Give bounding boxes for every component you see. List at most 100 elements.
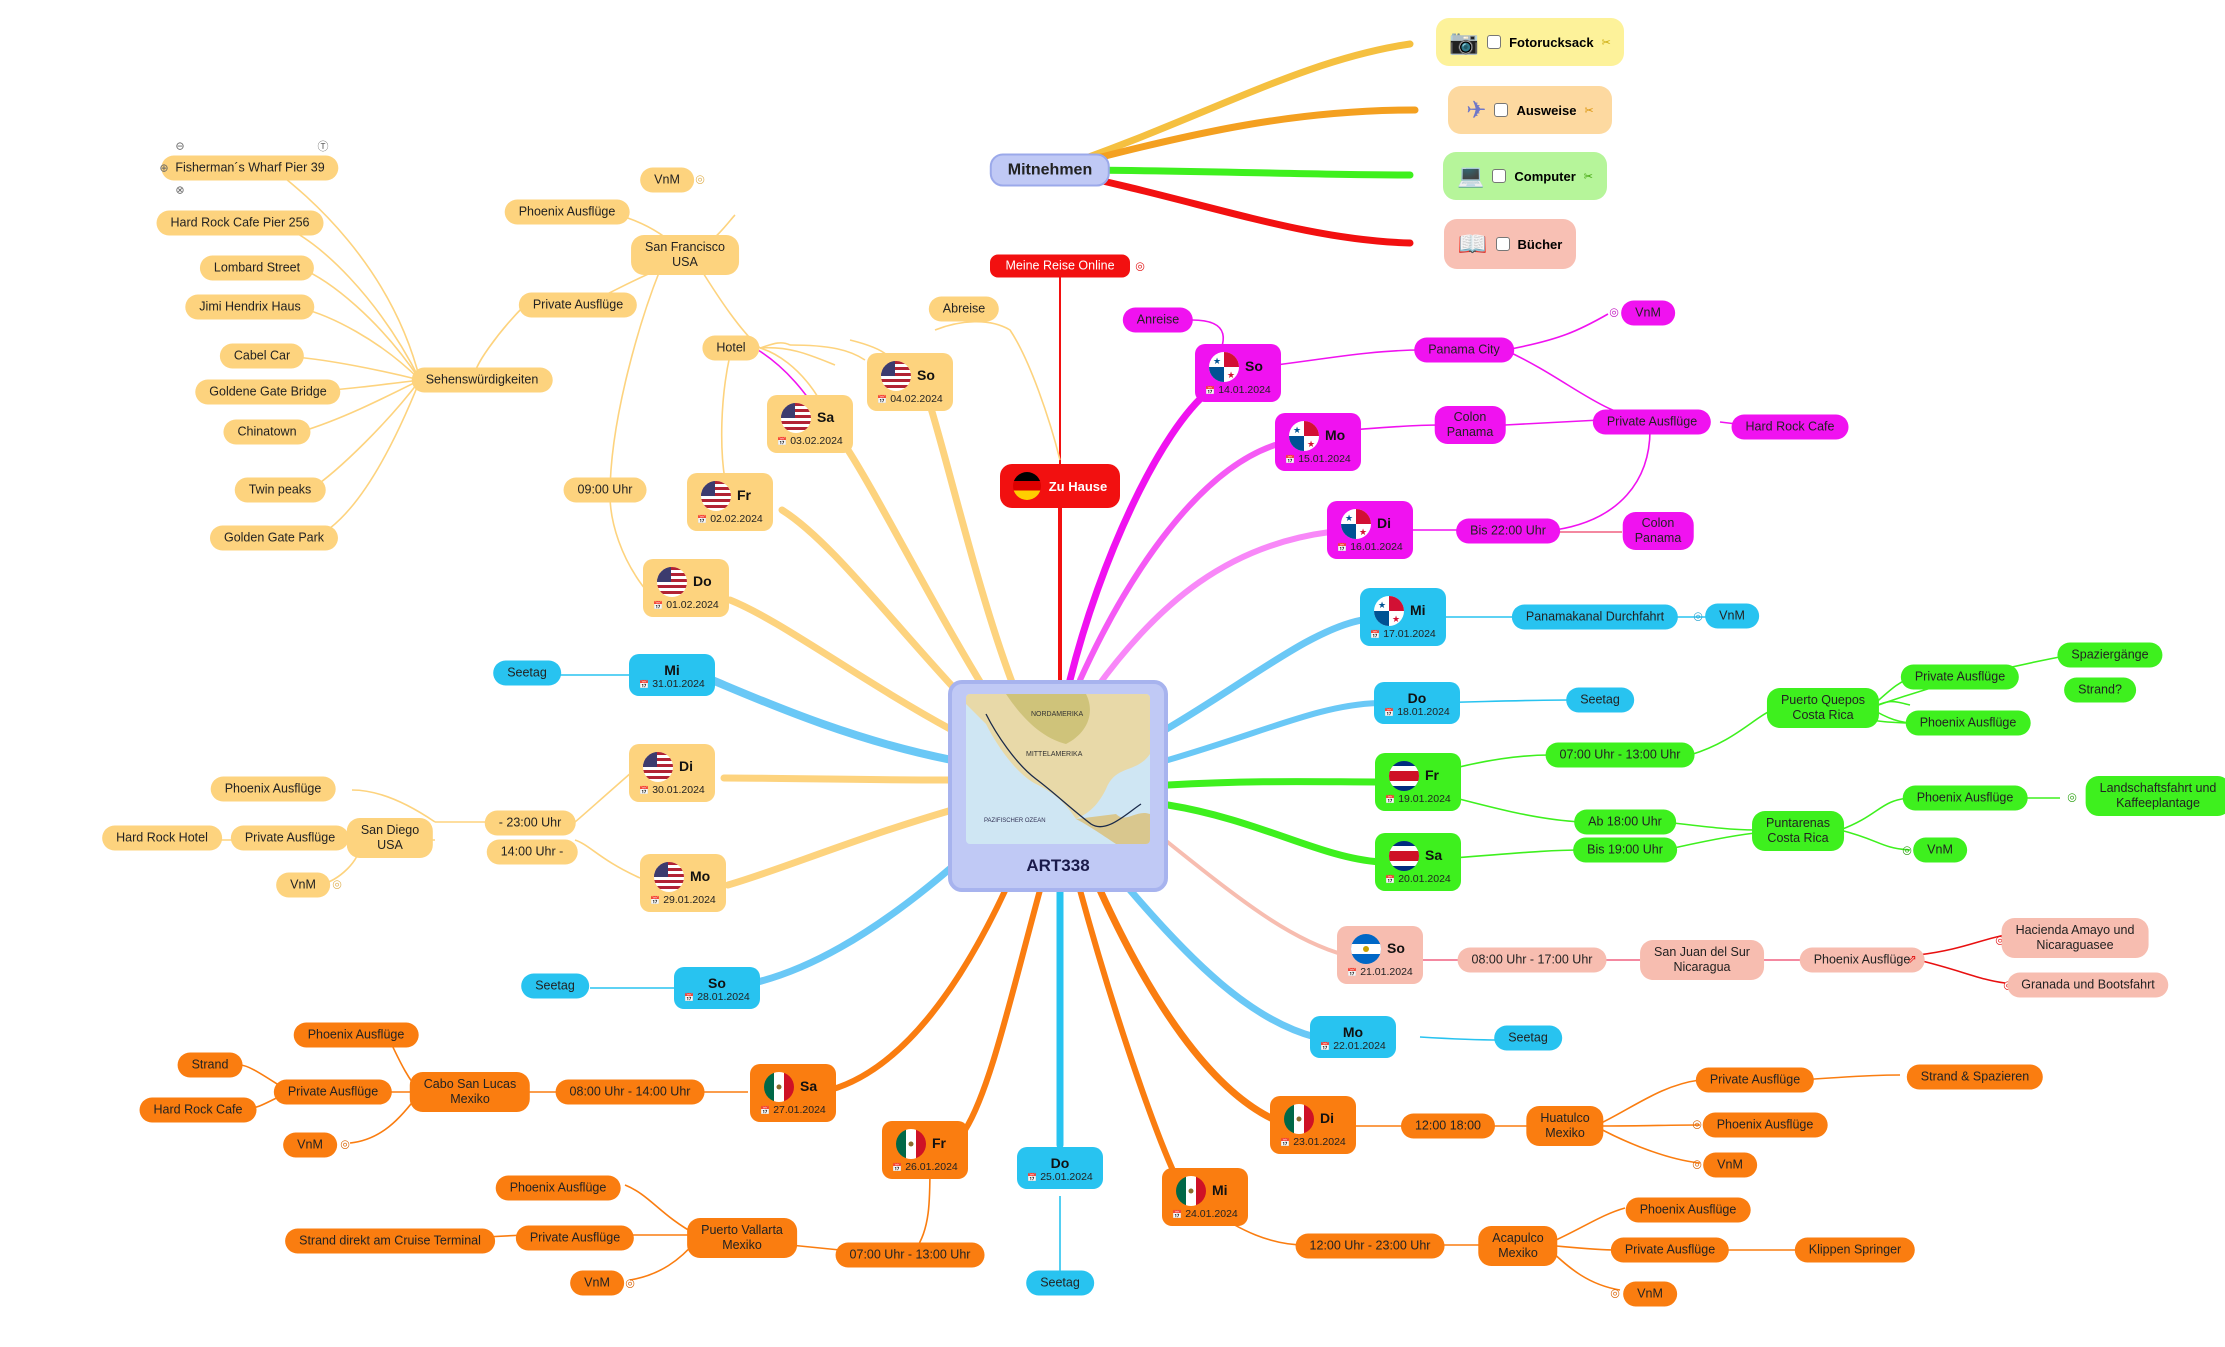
meine-reise-online-link[interactable]: Meine Reise Online <box>990 254 1130 278</box>
item-ausweise[interactable]: ✈ Ausweise ✂ <box>1448 86 1612 134</box>
day-node-mi24[interactable]: Mi 24.01.2024 <box>1162 1168 1248 1226</box>
seetag-so28[interactable]: Seetag <box>521 973 589 999</box>
abreise-node[interactable]: Abreise <box>928 296 1000 322</box>
day-node-di16[interactable]: ★★ Di 16.01.2024 <box>1327 501 1413 559</box>
text-icon[interactable]: Ⓣ <box>317 141 329 153</box>
link-icon[interactable]: ◎ <box>340 1138 350 1151</box>
sight-lombard-street[interactable]: Lombard Street <box>199 255 315 281</box>
nicaragua-time-node[interactable]: 08:00 Uhr - 17:00 Uhr <box>1457 947 1607 973</box>
huatulco-vnm-node[interactable]: VnM <box>1703 1152 1757 1178</box>
panama-city-node[interactable]: Panama City <box>1414 337 1514 363</box>
link-icon[interactable]: ◎ <box>1610 1287 1620 1300</box>
nicaragua-phoenix-node[interactable]: Phoenix Ausflüge <box>1799 947 1925 973</box>
sight-fishermans-wharf[interactable]: Fisherman´s Wharf Pier 39 <box>161 155 339 181</box>
day-node-fr26[interactable]: Fr 26.01.2024 <box>882 1121 968 1179</box>
vallarta-phoenix-node[interactable]: Phoenix Ausflüge <box>495 1175 621 1201</box>
link-icon[interactable]: ◎ <box>2067 791 2077 804</box>
vnm-node[interactable]: VnM <box>1621 300 1675 326</box>
hard-rock-cafe-node[interactable]: Hard Rock Cafe <box>1731 414 1849 440</box>
zu-hause-node[interactable]: Zu Hause <box>1000 464 1120 508</box>
strand-node[interactable]: Strand? <box>2064 677 2136 703</box>
huatulco-phoenix-node[interactable]: Phoenix Ausflüge <box>1702 1112 1828 1138</box>
panamakanal-node[interactable]: Panamakanal Durchfahrt <box>1511 604 1679 630</box>
day-node-do25[interactable]: Do 25.01.2024 <box>1017 1147 1103 1189</box>
granada-node[interactable]: Granada und Bootsfahrt <box>2007 972 2169 998</box>
item-computer[interactable]: 💻 Computer ✂ <box>1443 152 1607 200</box>
day-node-di30[interactable]: Di 30.01.2024 <box>629 744 715 802</box>
sandiego-time1-node[interactable]: - 23:00 Uhr <box>484 810 576 836</box>
cabo-phoenix-node[interactable]: Phoenix Ausflüge <box>293 1022 419 1048</box>
sf-time-node[interactable]: 09:00 Uhr <box>563 477 647 503</box>
huatulco-time-node[interactable]: 12:00 18:00 <box>1400 1113 1496 1139</box>
seetag-do25[interactable]: Seetag <box>1026 1270 1094 1296</box>
sf-phoenix-node[interactable]: Phoenix Ausflüge <box>504 199 630 225</box>
acapulco-vnm-node[interactable]: VnM <box>1623 1281 1677 1307</box>
strand-spazieren-node[interactable]: Strand & Spazieren <box>1906 1064 2044 1090</box>
sight-twin-peaks[interactable]: Twin peaks <box>234 477 326 503</box>
link-icon[interactable]: ◎ <box>1692 1118 1702 1131</box>
acapulco-private-node[interactable]: Private Ausflüge <box>1610 1237 1730 1263</box>
day-node-sa27[interactable]: Sa 27.01.2024 <box>750 1064 836 1122</box>
sight-jimi-hendrix[interactable]: Jimi Hendrix Haus <box>185 294 315 320</box>
kanal-vnm-node[interactable]: VnM <box>1705 603 1759 629</box>
quepos-phoenix-node[interactable]: Phoenix Ausflüge <box>1905 710 2031 736</box>
private-ausfluege-node[interactable]: Private Ausflüge <box>1592 409 1712 435</box>
sight-chinatown[interactable]: Chinatown <box>223 419 311 445</box>
day-node-do01[interactable]: Do 01.02.2024 <box>643 559 729 617</box>
sight-golden-gate-park[interactable]: Golden Gate Park <box>209 525 339 551</box>
cabo-hardrock-node[interactable]: Hard Rock Cafe <box>139 1097 257 1123</box>
sandiego-private-node[interactable]: Private Ausflüge <box>230 825 350 851</box>
bis-19-uhr-node[interactable]: Bis 19:00 Uhr <box>1573 837 1677 863</box>
ausweise-checkbox[interactable] <box>1494 103 1509 117</box>
seetag-mi31[interactable]: Seetag <box>493 660 561 686</box>
plus-icon[interactable]: ⊕ <box>159 162 169 175</box>
day-node-so04[interactable]: So 04.02.2024 <box>867 353 953 411</box>
link-icon[interactable]: ◎ <box>1609 306 1619 319</box>
link-icon[interactable]: ◎ <box>1995 934 2005 947</box>
day-node-so14[interactable]: ★★ So 14.01.2024 <box>1195 344 1281 402</box>
sehenswuerdigkeiten-node[interactable]: Sehenswürdigkeiten <box>411 367 553 393</box>
anreise-node[interactable]: Anreise <box>1122 307 1194 333</box>
day-node-fr02[interactable]: Fr 02.02.2024 <box>687 473 773 531</box>
sandiego-phoenix-node[interactable]: Phoenix Ausflüge <box>210 776 336 802</box>
fotorucksack-checkbox[interactable] <box>1487 35 1502 49</box>
sandiego-time2-node[interactable]: 14:00 Uhr - <box>486 839 578 865</box>
bis-22-uhr-node[interactable]: Bis 22:00 Uhr <box>1456 518 1560 544</box>
sf-vnm-node[interactable]: VnM <box>640 167 694 193</box>
cabo-time-node[interactable]: 08:00 Uhr - 14:00 Uhr <box>555 1079 705 1105</box>
online-link-icon[interactable]: ◎ <box>1135 260 1145 273</box>
link-icon[interactable]: ◎ <box>1692 1158 1702 1171</box>
quepos-private-node[interactable]: Private Ausflüge <box>1900 664 2020 690</box>
link-icon[interactable]: ◎ <box>1902 844 1912 857</box>
day-node-mi17[interactable]: ★★ Mi 17.01.2024 <box>1360 588 1446 646</box>
puntarenas-vnm-node[interactable]: VnM <box>1913 837 1967 863</box>
computer-checkbox[interactable] <box>1492 169 1507 183</box>
sight-hard-rock-cafe[interactable]: Hard Rock Cafe Pier 256 <box>156 210 324 236</box>
spaziergaenge-node[interactable]: Spaziergänge <box>2057 642 2163 668</box>
item-buecher[interactable]: 📖 Bücher <box>1444 219 1576 269</box>
link-icon[interactable]: ◎ <box>695 173 705 186</box>
hotel-node[interactable]: Hotel <box>702 335 760 361</box>
hard-rock-hotel-node[interactable]: Hard Rock Hotel <box>102 825 222 851</box>
day-node-so21[interactable]: So 21.01.2024 <box>1337 926 1423 984</box>
vallarta-vnm-node[interactable]: VnM <box>570 1270 624 1296</box>
strand-cruise-terminal-node[interactable]: Strand direkt am Cruise Terminal <box>285 1228 495 1254</box>
day-node-fr19[interactable]: Fr 19.01.2024 <box>1375 753 1461 811</box>
seetag-do18[interactable]: Seetag <box>1566 687 1634 713</box>
day-node-so28[interactable]: So 28.01.2024 <box>674 967 760 1009</box>
day-node-mo22[interactable]: Mo 22.01.2024 <box>1310 1016 1396 1058</box>
link-icon[interactable]: ◎ <box>332 878 342 891</box>
item-fotorucksack[interactable]: 📷 Fotorucksack ✂ <box>1436 18 1624 66</box>
costa-time-node[interactable]: 07:00 Uhr - 13:00 Uhr <box>1545 742 1695 768</box>
mitnehmen-node[interactable]: Mitnehmen <box>989 153 1111 187</box>
